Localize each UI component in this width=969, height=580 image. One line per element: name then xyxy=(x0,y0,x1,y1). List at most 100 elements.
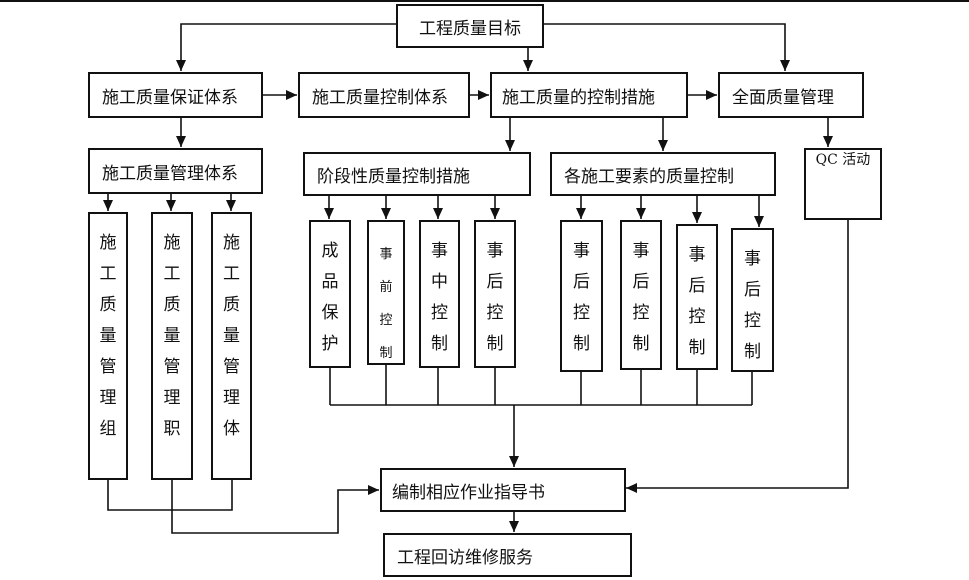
qc-activity-label: QC 活动 xyxy=(815,152,871,168)
vertical-char: 控 xyxy=(688,307,706,327)
arrowhead xyxy=(509,456,519,467)
vertical-char: 理 xyxy=(163,388,181,408)
vertical-char: 事 xyxy=(744,249,761,269)
arrowhead xyxy=(381,208,391,219)
in-process-control-box: 事中控制 xyxy=(419,220,460,368)
vertical-char: 控 xyxy=(573,303,590,323)
vertical-char: 事 xyxy=(688,245,706,265)
vertical-char: 管 xyxy=(99,357,117,377)
vertical-char: 控 xyxy=(632,303,650,323)
vertical-char: 理 xyxy=(99,388,117,408)
vertical-char: 体 xyxy=(223,419,240,439)
connector xyxy=(171,480,379,534)
element-post-control-box-1: 事后控制 xyxy=(560,220,603,372)
vertical-char: 制 xyxy=(632,334,650,354)
element-post-control-box-3: 事后控制 xyxy=(676,224,718,370)
assurance-system-label: 施工质量保证体系 xyxy=(102,87,238,108)
arrowhead xyxy=(636,208,646,219)
arrowhead xyxy=(706,90,717,100)
work-instruction-box: 编制相应作业指导书 xyxy=(380,468,626,512)
vertical-char: 成 xyxy=(321,241,339,261)
vertical-char: 中 xyxy=(431,272,448,292)
mgmt-group-box: 施工质量管理组 xyxy=(88,212,128,480)
vertical-char: 制 xyxy=(379,346,393,361)
stage-measures-box: 阶段性质量控制措施 xyxy=(303,152,531,196)
post-control-box: 事后控制 xyxy=(474,220,516,368)
vertical-char: 后 xyxy=(688,276,706,296)
return-visit-service-label: 工程回访维修服务 xyxy=(397,547,533,568)
arrowhead xyxy=(658,140,668,151)
vertical-char: 控 xyxy=(486,303,504,323)
vertical-char: 质 xyxy=(99,295,117,315)
vertical-char: 理 xyxy=(223,388,240,408)
arrowhead xyxy=(324,208,334,219)
arrowhead xyxy=(166,200,176,211)
vertical-char: 质 xyxy=(223,295,240,315)
arrowhead xyxy=(103,200,113,211)
vertical-char: 后 xyxy=(486,272,504,292)
vertical-char: 制 xyxy=(688,338,706,358)
vertical-char: 事 xyxy=(573,241,590,261)
vertical-char: 事 xyxy=(632,241,650,261)
vertical-char: 组 xyxy=(99,419,117,439)
arrowhead xyxy=(754,216,764,227)
return-visit-service-box: 工程回访维修服务 xyxy=(383,533,632,577)
vertical-char: 量 xyxy=(99,326,117,346)
control-system-box: 施工质量控制体系 xyxy=(298,72,470,118)
tqm-box: 全面质量管理 xyxy=(718,72,864,118)
vertical-char: 职 xyxy=(163,419,181,439)
arrowhead xyxy=(433,208,443,219)
vertical-char: 制 xyxy=(573,334,590,354)
arrowhead xyxy=(490,208,500,219)
connector xyxy=(626,220,849,489)
vertical-char: 工 xyxy=(163,264,181,284)
vertical-char: 控 xyxy=(431,303,448,323)
arrowhead xyxy=(780,60,790,71)
vertical-char: 质 xyxy=(163,295,181,315)
arrowhead xyxy=(626,483,637,493)
vertical-char: 工 xyxy=(99,264,117,284)
vertical-char: 施 xyxy=(99,233,117,253)
qc-activity-box: QC 活动 xyxy=(804,148,882,220)
vertical-char: 后 xyxy=(573,272,590,292)
vertical-char: 后 xyxy=(744,280,761,300)
vertical-char: 管 xyxy=(163,357,181,377)
vertical-char: 制 xyxy=(744,342,761,362)
connector xyxy=(180,23,396,71)
control-system-label: 施工质量控制体系 xyxy=(312,87,448,108)
quality-goal-label: 工程质量目标 xyxy=(419,18,521,39)
vertical-char: 控 xyxy=(379,313,393,328)
mgmt-duties-box: 施工质量管理职 xyxy=(151,212,193,480)
vertical-char: 事 xyxy=(431,241,448,261)
element-post-control-box-2: 事后控制 xyxy=(620,220,662,370)
connector xyxy=(107,480,233,511)
vertical-char: 控 xyxy=(744,311,761,331)
vertical-char: 品 xyxy=(321,272,339,292)
element-control-box: 各施工要素的质量控制 xyxy=(550,152,776,196)
vertical-char: 护 xyxy=(321,334,339,354)
arrowhead xyxy=(692,212,702,223)
vertical-char: 前 xyxy=(379,280,393,295)
mgmt-structure-box: 施工质量管理体 xyxy=(211,212,252,480)
vertical-char: 工 xyxy=(223,264,240,284)
vertical-char: 事 xyxy=(486,241,504,261)
vertical-char: 保 xyxy=(321,303,339,323)
arrowhead xyxy=(176,136,186,147)
pre-control-box: 事前控制 xyxy=(367,220,405,365)
vertical-char: 制 xyxy=(486,334,504,354)
arrowhead xyxy=(523,60,533,71)
vertical-char: 管 xyxy=(223,357,240,377)
quality-goal-box: 工程质量目标 xyxy=(396,4,544,48)
control-measures-box: 施工质量的控制措施 xyxy=(490,72,688,118)
arrowhead xyxy=(368,485,379,495)
vertical-char: 制 xyxy=(431,334,448,354)
management-system-label: 施工质量管理体系 xyxy=(102,163,238,184)
arrowhead xyxy=(176,60,186,71)
vertical-char: 后 xyxy=(632,272,650,292)
arrowhead xyxy=(226,200,236,211)
vertical-char: 量 xyxy=(223,326,240,346)
finished-product-protection-box: 成品保护 xyxy=(309,220,351,368)
vertical-char: 施 xyxy=(223,233,240,253)
stage-measures-label: 阶段性质量控制措施 xyxy=(317,166,470,187)
